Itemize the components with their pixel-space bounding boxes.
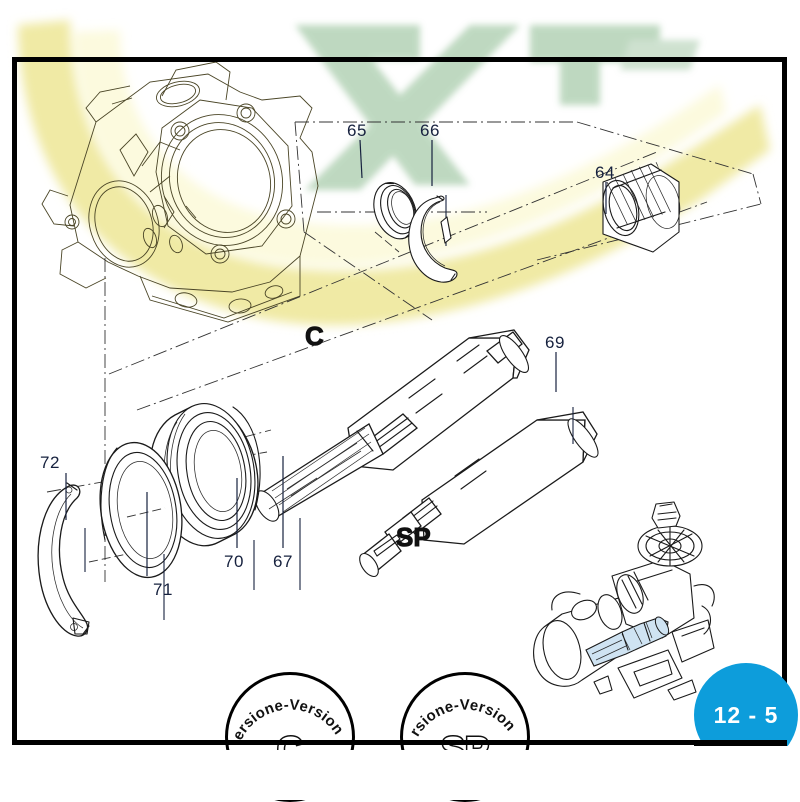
part-65-center-line	[374, 231, 400, 253]
part-66-circlip	[408, 195, 458, 283]
page-number-label: 12 - 5	[713, 701, 779, 728]
pump-housing-casting	[41, 62, 319, 323]
part-65-oil-seal	[373, 182, 417, 240]
page-border	[12, 57, 787, 745]
drawing-label-c: C	[305, 321, 325, 352]
bottom-mask	[0, 750, 800, 800]
drawing-label-sp: SP	[396, 522, 432, 553]
frame-bottom-edge	[12, 740, 787, 745]
part-72-retaining-circlip	[37, 482, 90, 637]
part-69-drive-shaft	[359, 411, 599, 578]
callout-64: 64	[595, 163, 615, 182]
assembly-thumbnail	[533, 501, 715, 701]
callout-72: 72	[40, 453, 60, 472]
frame-bottom-over-badge	[694, 740, 787, 746]
part-66-pin-detail	[440, 216, 452, 244]
part-67-splined-shaft	[254, 329, 530, 522]
spline-teeth	[268, 427, 374, 513]
callout-66: 66	[420, 121, 440, 140]
callout-69: 69	[545, 333, 565, 352]
exploded-view-svg: .ln{fill:none;stroke:#1a1a1a;stroke-widt…	[37, 62, 762, 701]
thumbnail-highlighted-shaft	[585, 616, 670, 667]
callout-71: 71	[153, 580, 173, 599]
part-72-center-line	[88, 553, 128, 563]
drawing-area: .ln{fill:none;stroke:#1a1a1a;stroke-widt…	[17, 62, 782, 740]
callout-70: 70	[224, 552, 244, 571]
part-71-center-line	[126, 507, 166, 518]
part-71-shim-washer	[99, 441, 183, 579]
callout-65: 65	[347, 121, 367, 140]
page-badge-bottom-mask	[694, 746, 800, 768]
callout-67: 67	[273, 552, 293, 571]
part-64-needle-bearing	[602, 162, 681, 253]
